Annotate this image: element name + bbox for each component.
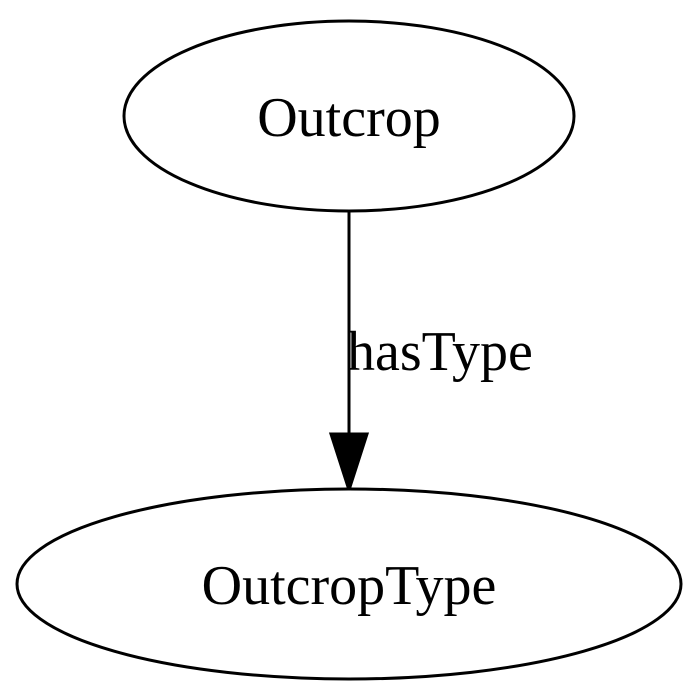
arrow-head-icon	[328, 432, 370, 495]
node-outcrop-label: Outcrop	[257, 87, 441, 149]
node-outcroptype-label: OutcropType	[202, 555, 497, 617]
edge-hastype: hasType	[328, 211, 533, 495]
node-outcroptype[interactable]: OutcropType	[15, 487, 683, 681]
node-outcroptype-ellipse	[15, 487, 683, 681]
node-outcrop[interactable]: Outcrop	[122, 19, 576, 213]
edge-hastype-label: hasType	[347, 321, 533, 383]
